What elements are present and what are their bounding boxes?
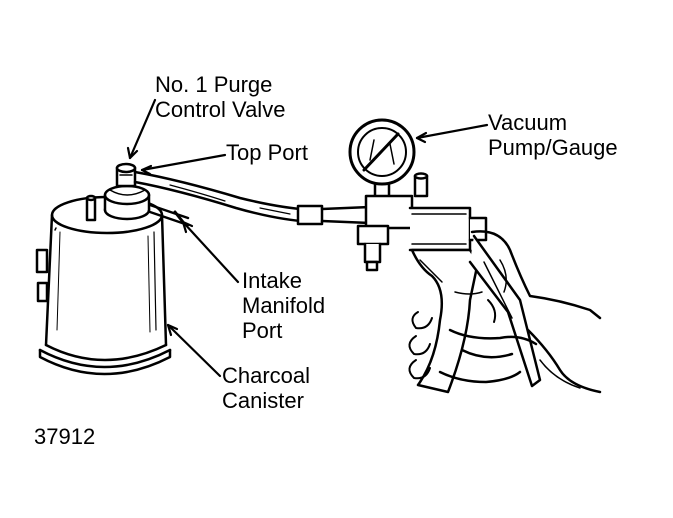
leader-lines [126,98,489,378]
figure-number: 37912 [34,424,95,449]
top-port-label-text: Top Port [226,140,308,165]
vacuum-pump-label-line-2: Pump/Gauge [488,135,618,160]
charcoal-canister [35,194,172,376]
hand [438,230,602,394]
intake-label-line-1: Intake [242,268,302,293]
top-port-label: Top Port [226,140,308,165]
intake-manifold-port-label: Intake Manifold Port [242,268,325,343]
charcoal-label-line-2: Canister [222,388,304,413]
charcoal-canister-label: Charcoal Canister [222,363,310,413]
figure-number-text: 37912 [34,424,96,449]
vacuum-pump-gauge [348,118,542,394]
purge-control-valve [103,162,190,227]
purge-valve-label-line-2: Control Valve [155,97,286,122]
intake-label-line-2: Manifold [242,293,326,318]
vacuum-pump-label-line-1: Vacuum [488,110,568,135]
vacuum-pump-label: Vacuum Pump/Gauge [488,110,618,160]
purge-valve-label: No. 1 Purge Control Valve [155,72,285,122]
charcoal-label-line-1: Charcoal [222,363,311,388]
vacuum-hose [133,170,372,226]
purge-valve-label-line-1: No. 1 Purge [155,72,273,97]
intake-label-line-3: Port [242,318,283,343]
